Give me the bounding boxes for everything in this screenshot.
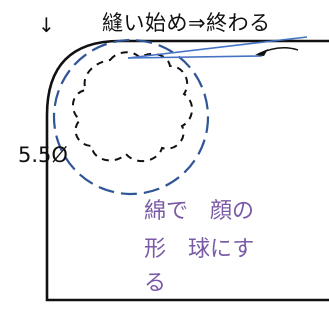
pattern-outline	[45, 39, 329, 302]
end-arrow-curve	[257, 47, 299, 55]
diameter-label: 5.5Ø	[18, 143, 68, 167]
note-line-3: る	[144, 271, 167, 296]
down-arrow-label: ↓	[38, 13, 55, 37]
outer-dashed-circle	[52, 38, 210, 196]
pointer-line-lower	[127, 55, 263, 59]
note-line-1: 綿で 顔の	[144, 199, 255, 224]
inner-stitch-line	[71, 51, 193, 163]
pointer-line-upper	[127, 36, 308, 59]
note-line-2: 形 球にす	[144, 237, 255, 262]
stitch-direction-title: 縫い始め⇒終わる	[102, 11, 271, 35]
